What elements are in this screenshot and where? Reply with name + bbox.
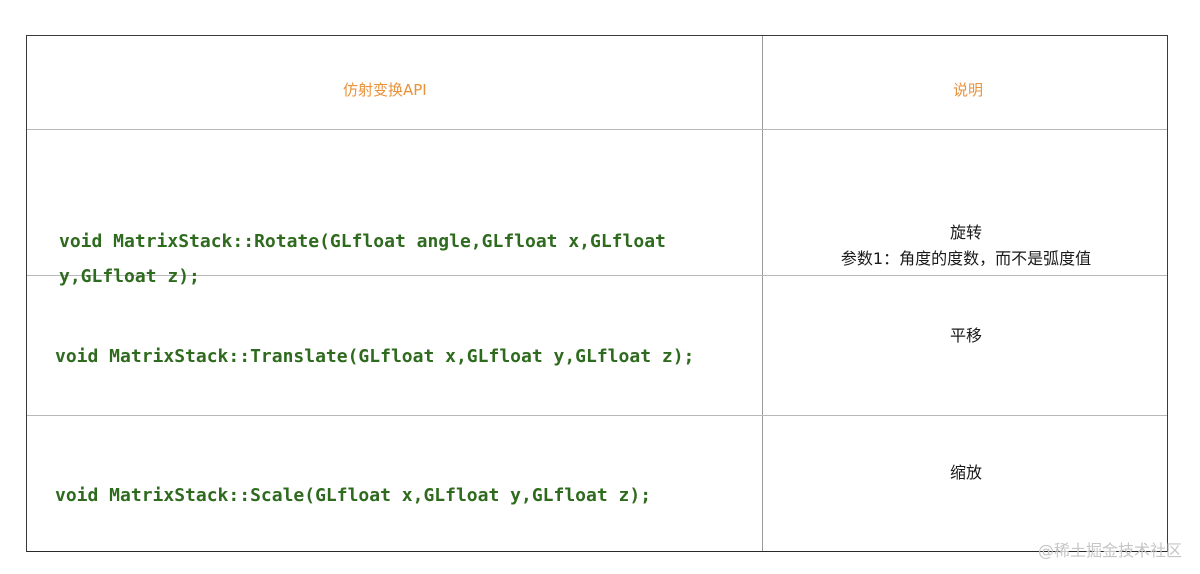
- description-title: 旋转: [949, 223, 982, 242]
- header-cell-api: 仿射变换API: [27, 36, 763, 129]
- code-line: y,GLfloat z);: [59, 266, 200, 287]
- table-row: void MatrixStack::Translate(GLfloat x,GL…: [27, 276, 1167, 416]
- table-row: void MatrixStack::Scale(GLfloat x,GLfloa…: [27, 416, 1167, 551]
- description-cell: 旋转 参数1：角度的度数，而不是弧度值: [763, 130, 1169, 275]
- code-cell: void MatrixStack::Translate(GLfloat x,GL…: [27, 276, 763, 415]
- code-line: void MatrixStack::Translate(GLfloat x,GL…: [55, 346, 695, 367]
- code-line: void MatrixStack::Scale(GLfloat x,GLfloa…: [55, 485, 652, 506]
- description-cell: 平移: [763, 276, 1169, 415]
- code-line: void MatrixStack::Rotate(GLfloat angle,G…: [59, 231, 666, 252]
- watermark: @稀土掘金技术社区: [1037, 541, 1182, 560]
- header-description-label: 说明: [953, 81, 984, 99]
- column-divider: [762, 36, 763, 129]
- code-cell: void MatrixStack::Rotate(GLfloat angle,G…: [27, 130, 763, 287]
- table-header-row: 仿射变换API 说明: [27, 36, 1167, 130]
- code-block: void MatrixStack::Rotate(GLfloat angle,G…: [59, 224, 666, 294]
- table-row: void MatrixStack::Rotate(GLfloat angle,G…: [27, 130, 1169, 287]
- header-cell-description: 说明: [763, 36, 1169, 129]
- column-divider: [762, 276, 763, 415]
- header-api-label: 仿射变换API: [343, 81, 427, 99]
- description-title: 缩放: [949, 463, 982, 482]
- code-cell: void MatrixStack::Scale(GLfloat x,GLfloa…: [27, 416, 763, 551]
- description-detail: 参数1：角度的度数，而不是弧度值: [840, 249, 1092, 268]
- description-cell: 缩放: [763, 416, 1169, 551]
- column-divider: [762, 416, 763, 551]
- api-table: 仿射变换API 说明 void MatrixStack::Rotate(GLfl…: [26, 35, 1168, 552]
- column-divider: [762, 130, 763, 275]
- description-title: 平移: [949, 326, 982, 345]
